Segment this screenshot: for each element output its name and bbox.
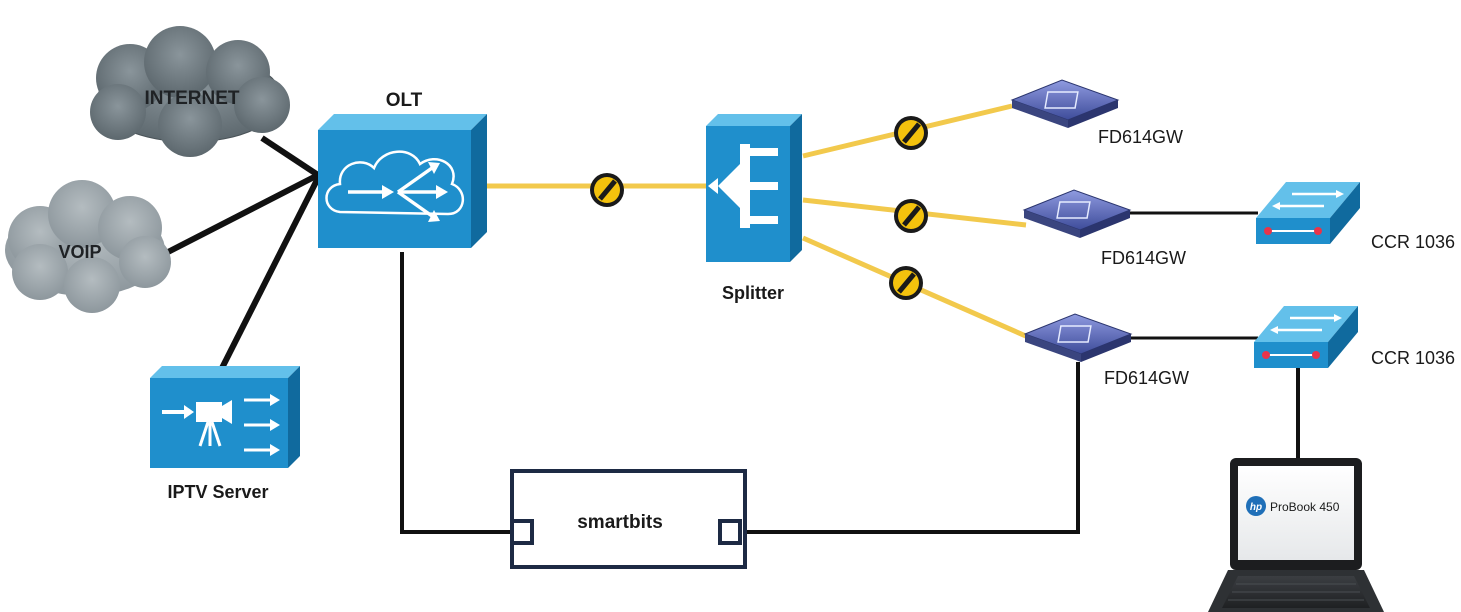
ont-icon: [1023, 313, 1133, 362]
ont2-node[interactable]: FD614GW: [1022, 189, 1186, 268]
ont-icon: [1010, 79, 1120, 128]
ont-icon: [1022, 189, 1132, 238]
switch-icon: [1254, 306, 1358, 368]
olt-label: OLT: [386, 90, 423, 111]
ont3-label: FD614GW: [1104, 368, 1189, 388]
fiber-connector-icon: [590, 173, 624, 207]
splitter-label: Splitter: [722, 283, 784, 303]
link-olt-smartbits: [400, 252, 512, 534]
ccr1-node[interactable]: CCR 1036: [1256, 182, 1455, 252]
svg-text:hp: hp: [1250, 502, 1262, 513]
test-box-icon: [510, 469, 747, 569]
links: [166, 103, 1300, 534]
ont1-node[interactable]: FD614GW: [1010, 79, 1183, 147]
smartbits-node[interactable]: smartbits: [510, 469, 747, 569]
link-voip-olt: [166, 172, 320, 255]
fiber-connector-icon: [894, 199, 928, 233]
internet-label: INTERNET: [145, 88, 240, 109]
fiber-connectors: [590, 116, 928, 300]
voip-node[interactable]: VOIP: [5, 180, 171, 313]
link-iptv-olt: [219, 176, 321, 370]
fiber-connector-icon: [894, 116, 928, 150]
ccr2-label: CCR 1036: [1371, 348, 1455, 368]
fiber-connector-icon: [889, 266, 923, 300]
ccr1-label: CCR 1036: [1371, 232, 1455, 252]
laptop-node[interactable]: hp ProBook 450: [1208, 458, 1384, 612]
olt-router-icon: [318, 114, 487, 248]
link-smartbits-ont3: [738, 362, 1080, 534]
voip-label: VOIP: [58, 242, 101, 262]
iptv-server-label: IPTV Server: [167, 482, 268, 502]
ccr2-node[interactable]: CCR 1036: [1254, 306, 1455, 368]
hp-logo-icon: hp: [1246, 496, 1266, 516]
ont3-node[interactable]: FD614GW: [1023, 313, 1189, 388]
olt-node[interactable]: OLT: [318, 90, 487, 248]
ont2-label: FD614GW: [1101, 248, 1186, 268]
cloud-icon: [90, 26, 290, 157]
laptop-icon: hp: [1208, 458, 1384, 612]
smartbits-label: smartbits: [577, 512, 663, 533]
ont1-label: FD614GW: [1098, 127, 1183, 147]
link-internet-olt: [260, 135, 320, 178]
laptop-brand-label: ProBook 450: [1270, 500, 1340, 514]
splitter-icon: [706, 114, 802, 262]
video-server-icon: [150, 366, 300, 468]
cloud-icon: [5, 180, 171, 313]
iptv-server-node[interactable]: IPTV Server: [150, 366, 300, 502]
internet-node[interactable]: INTERNET: [90, 26, 290, 157]
switch-icon: [1256, 182, 1360, 244]
splitter-node[interactable]: Splitter: [706, 114, 802, 303]
